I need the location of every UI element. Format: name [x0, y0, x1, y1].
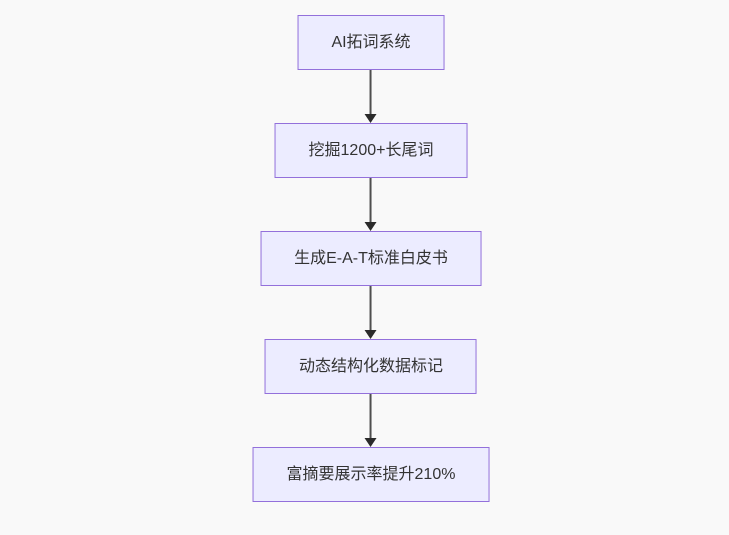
arrowhead-down-icon	[365, 114, 377, 123]
arrowhead-down-icon	[365, 438, 377, 447]
flow-node-dynamic-structured-data-markup: 动态结构化数据标记	[264, 339, 477, 394]
flow-node-rich-snippet-rate-result: 富摘要展示率提升210%	[252, 447, 490, 502]
flow-node-longtail-keyword-mining: 挖掘1200+长尾词	[274, 123, 468, 178]
flow-edge-c-d	[365, 286, 377, 339]
flowchart: AI拓词系统 挖掘1200+长尾词 生成E-A-T标准白皮书 动态结构化数据标记…	[252, 15, 490, 502]
edge-line	[370, 394, 372, 439]
flow-edge-a-b	[365, 70, 377, 123]
flow-edge-b-c	[365, 178, 377, 231]
edge-line	[370, 70, 372, 115]
arrowhead-down-icon	[365, 222, 377, 231]
arrowhead-down-icon	[365, 330, 377, 339]
flow-node-ai-word-expansion-system: AI拓词系统	[297, 15, 445, 70]
flow-edge-d-e	[365, 394, 377, 447]
edge-line	[370, 286, 372, 331]
edge-line	[370, 178, 372, 223]
flow-node-eat-standard-whitepaper: 生成E-A-T标准白皮书	[260, 231, 482, 286]
